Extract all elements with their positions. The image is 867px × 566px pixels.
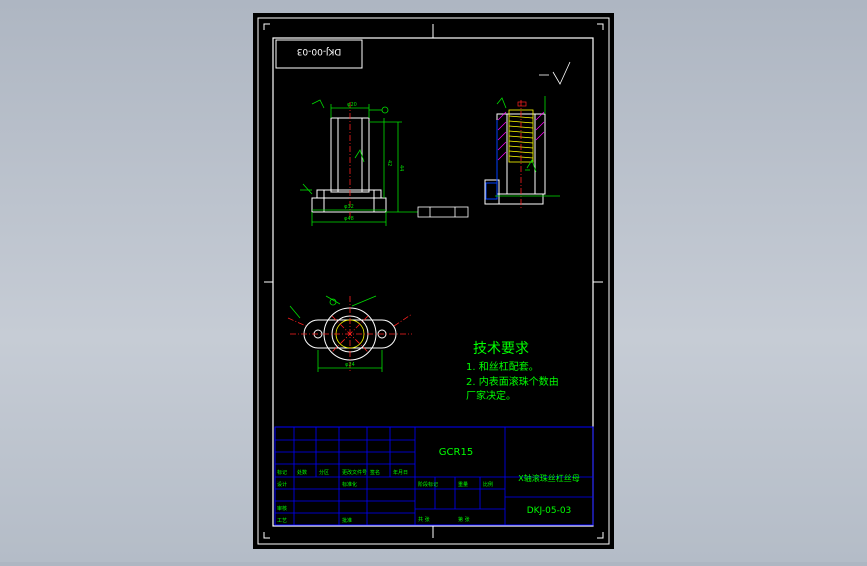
- svg-text:比例: 比例: [483, 481, 493, 488]
- tech-title: 技术要求: [473, 341, 529, 357]
- svg-text:批准: 批准: [342, 517, 352, 524]
- svg-text:42: 42: [386, 160, 392, 166]
- code-box: [275, 39, 363, 69]
- svg-text:φ32: φ32: [344, 204, 354, 210]
- corner-marks: [263, 23, 604, 539]
- section-view: [484, 96, 560, 210]
- svg-text:工艺: 工艺: [277, 518, 287, 524]
- svg-text:阶段标记: 阶段标记: [418, 481, 438, 488]
- outer-frame: [257, 17, 610, 545]
- svg-text:分区: 分区: [319, 469, 329, 476]
- svg-text:φ20: φ20: [347, 102, 357, 108]
- svg-text:φ48: φ48: [344, 216, 354, 222]
- svg-text:共 张: 共 张: [418, 516, 430, 523]
- svg-text:重量: 重量: [458, 481, 468, 488]
- svg-text:审核: 审核: [277, 505, 287, 512]
- material-label: GCR15: [439, 447, 473, 458]
- svg-text:标记: 标记: [277, 469, 287, 476]
- svg-text:设计: 设计: [277, 481, 287, 488]
- drawing-sheet: [253, 13, 614, 549]
- front-view: φ20 φ32 φ48 42 44: [300, 99, 469, 226]
- title-block: 标记 处数 分区 更改文件号 签名 年月日 设计 标准化 审核 工艺 批准 阶段…: [274, 426, 594, 526]
- svg-text:更改文件号: 更改文件号: [342, 469, 367, 476]
- tech-line-3: 厂家决定。: [466, 389, 516, 402]
- svg-text:第 张: 第 张: [458, 516, 470, 523]
- tech-line-1: 1. 和丝杠配套。: [466, 360, 539, 373]
- part-code: DKJ-05-03: [527, 506, 572, 516]
- svg-text:标准化: 标准化: [342, 481, 357, 488]
- roughness-symbol: [539, 61, 571, 85]
- tech-line-2: 2. 内表面滚珠个数由: [466, 375, 559, 388]
- part-name: X轴滚珠丝杠丝母: [518, 473, 579, 483]
- svg-text:签名: 签名: [370, 469, 380, 476]
- svg-text:φ24: φ24: [345, 362, 355, 368]
- rotated-code: DKJ-00-03: [297, 46, 342, 56]
- svg-text:处数: 处数: [297, 469, 307, 476]
- svg-text:年月日: 年月日: [393, 469, 408, 476]
- top-view: φ24: [287, 295, 413, 372]
- svg-text:44: 44: [398, 165, 404, 171]
